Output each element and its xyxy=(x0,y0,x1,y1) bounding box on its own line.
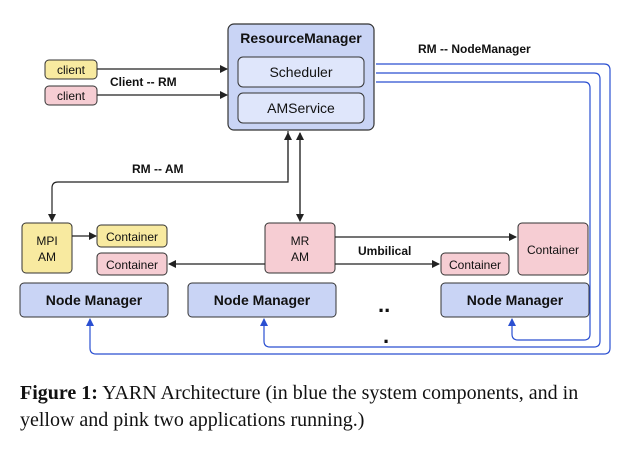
ellipsis-dot: . xyxy=(383,323,389,348)
svg-text:Node Manager: Node Manager xyxy=(214,292,311,308)
mpi-am: MPI AM xyxy=(21,222,73,274)
node-manager-2: Node Manager xyxy=(187,282,337,318)
umbilical-label: Umbilical xyxy=(358,244,411,258)
client-rm-label: Client -- RM xyxy=(110,75,177,89)
client-yellow: client xyxy=(44,59,98,80)
mpi-container: Container xyxy=(96,224,168,248)
node-manager-3: Node Manager xyxy=(440,282,590,318)
svg-text:AM: AM xyxy=(38,250,56,264)
rm-mpi-am-arrow xyxy=(48,131,289,222)
svg-text:Container: Container xyxy=(106,258,158,272)
svg-text:Container: Container xyxy=(527,243,579,257)
ellipsis-dots: .. xyxy=(378,292,390,317)
resource-manager-title: ResourceManager xyxy=(240,30,362,46)
figure-label: Figure 1: xyxy=(20,382,98,404)
svg-text:client: client xyxy=(57,63,86,77)
amservice-label: AMService xyxy=(267,100,335,116)
mr-container-mid: Container xyxy=(440,252,510,276)
figure-caption: Figure 1: YARN Architecture (in blue the… xyxy=(20,380,630,434)
rm-nodemanager-links xyxy=(86,63,611,355)
figure-caption-text: YARN Architecture (in blue the system co… xyxy=(20,382,579,431)
resource-manager: ResourceManager Scheduler AMService xyxy=(227,23,375,131)
svg-text:AM: AM xyxy=(291,250,309,264)
mr-container-right: Container xyxy=(517,222,589,276)
svg-text:Container: Container xyxy=(449,258,501,272)
svg-text:Node Manager: Node Manager xyxy=(46,292,143,308)
scheduler-label: Scheduler xyxy=(269,64,332,80)
svg-text:Container: Container xyxy=(106,230,158,244)
mr-container-left: Container xyxy=(96,252,168,276)
mr-am: MR AM xyxy=(264,222,336,274)
yarn-architecture-diagram: ResourceManager Scheduler AMService clie… xyxy=(19,23,611,355)
client-pink: client xyxy=(44,85,98,106)
svg-text:Node Manager: Node Manager xyxy=(467,292,564,308)
rm-am-label: RM -- AM xyxy=(132,162,184,176)
svg-text:MPI: MPI xyxy=(36,234,57,248)
node-manager-1: Node Manager xyxy=(19,282,169,318)
rm-nodemanager-label: RM -- NodeManager xyxy=(418,42,531,56)
svg-text:client: client xyxy=(57,89,86,103)
svg-text:MR: MR xyxy=(291,234,310,248)
